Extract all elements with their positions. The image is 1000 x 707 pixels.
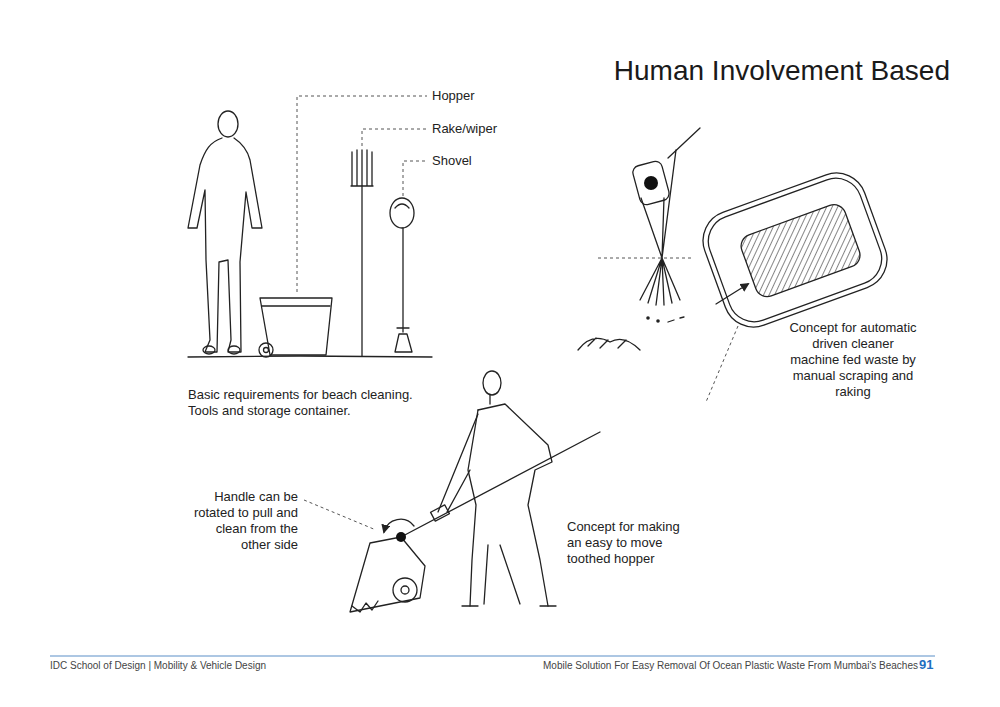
person-sketch xyxy=(468,410,478,606)
toothed-hopper-sketch xyxy=(431,505,450,521)
cleaner-machine-sketch xyxy=(738,201,864,300)
footer-rule xyxy=(50,656,935,657)
person-sketch xyxy=(188,111,262,354)
leader-line xyxy=(403,161,427,196)
toothed-hopper-sketch xyxy=(350,432,600,612)
part-label: Rake/wiper xyxy=(432,121,532,137)
cleaner-machine-sketch xyxy=(701,171,889,329)
person-sketch xyxy=(489,395,490,404)
part-label: Hopper xyxy=(432,88,532,104)
person-sketch xyxy=(484,545,520,604)
shovel-sketch xyxy=(390,198,414,228)
shovel-sketch xyxy=(395,328,412,352)
person-sketch xyxy=(218,111,238,137)
rake-figure-sketch xyxy=(644,176,658,190)
toothed-hopper-sketch xyxy=(396,532,406,542)
rake-sketch xyxy=(351,150,373,356)
rake-figure-sketch xyxy=(578,338,640,350)
leader-line xyxy=(304,500,376,530)
person-sketch xyxy=(483,371,501,395)
shovel-sketch xyxy=(402,228,403,332)
rake-sketch xyxy=(361,186,362,356)
toothed-hopper-sketch xyxy=(352,601,378,612)
page-title: Human Involvement Based xyxy=(540,54,950,88)
note-text: Concept for making an easy to move tooth… xyxy=(567,519,692,567)
rake-figure-sketch xyxy=(656,319,660,323)
toothed-hopper-sketch xyxy=(350,537,425,612)
ground-line xyxy=(188,356,432,357)
person-sketch xyxy=(228,346,240,354)
rake-sketch xyxy=(351,150,373,186)
leader-line xyxy=(362,129,427,146)
person-sketch xyxy=(462,605,556,606)
cleaner-machine-sketch xyxy=(695,165,896,336)
guide-line xyxy=(598,258,694,259)
cleaner-machine-sketch xyxy=(695,165,896,336)
rake-figure-sketch xyxy=(646,316,650,320)
hopper-sketch xyxy=(260,298,332,355)
page-number: 91 xyxy=(919,657,939,673)
toothed-hopper-sketch xyxy=(401,586,409,594)
person-sketch xyxy=(478,404,552,606)
part-label: Shovel xyxy=(432,153,532,169)
guide-line xyxy=(706,326,738,402)
hopper-sketch xyxy=(262,305,330,306)
person-sketch xyxy=(203,346,215,354)
rake-figure-sketch xyxy=(668,317,684,322)
hopper-sketch xyxy=(259,343,273,357)
rake-figure-sketch xyxy=(578,128,700,350)
person-sketch xyxy=(188,138,262,352)
note-text: Handle can be rotated to pull and clean … xyxy=(186,489,298,553)
rake-figure-sketch xyxy=(641,150,676,258)
note-text: Basic requirements for beach cleaning. T… xyxy=(188,387,433,419)
footer-text: IDC School of Design | Mobility & Vehicl… xyxy=(50,660,450,672)
toothed-hopper-sketch xyxy=(384,519,414,532)
note-text: Concept for automatic driven cleaner mac… xyxy=(788,320,918,400)
shovel-sketch xyxy=(390,198,414,352)
person-sketch xyxy=(438,371,556,606)
person-sketch xyxy=(438,414,478,512)
footer-text: Mobile Solution For Easy Removal Of Ocea… xyxy=(440,660,918,672)
rake-figure-sketch xyxy=(640,258,680,305)
shovel-sketch xyxy=(395,204,409,208)
toothed-hopper-sketch xyxy=(393,578,417,602)
hopper-sketch xyxy=(259,298,332,357)
rake-figure-sketch xyxy=(631,160,670,206)
hopper-sketch xyxy=(264,348,269,353)
rake-figure-sketch xyxy=(668,128,700,158)
